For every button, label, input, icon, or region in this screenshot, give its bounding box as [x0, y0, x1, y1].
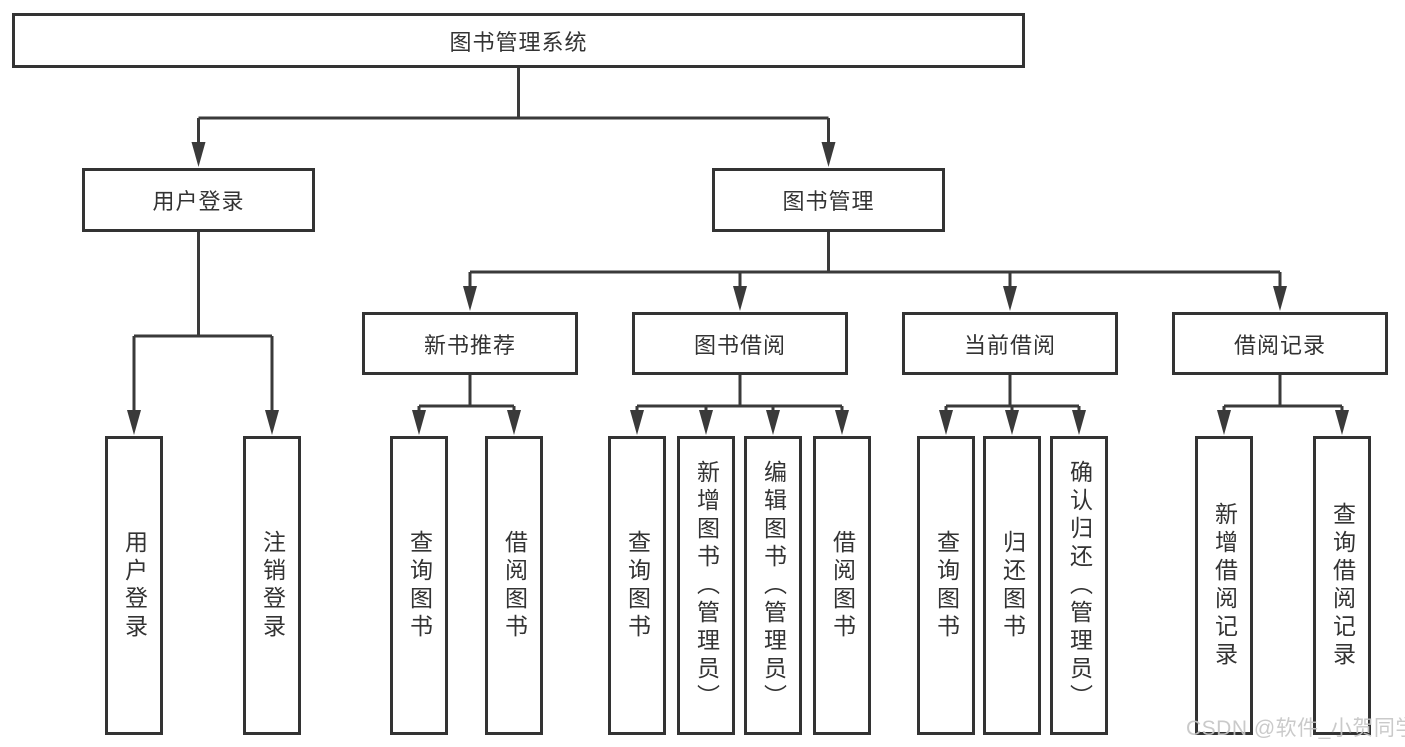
arrowhead	[630, 410, 644, 435]
node-label: 图书借阅	[693, 332, 786, 358]
node-library-management-system: 图书管理系统	[12, 13, 1025, 68]
leaf-label: 借阅图书	[501, 529, 528, 642]
node-label: 当前借阅	[963, 332, 1056, 358]
node-label: 用户登录	[152, 189, 245, 214]
connector-book-borrow-children	[635, 375, 844, 412]
node-borrow-record: 借阅记录	[1172, 312, 1388, 375]
leaf-edit-books-admin: 编辑图书（管理员）	[744, 436, 802, 735]
arrowhead	[463, 286, 477, 311]
arrowhead	[265, 410, 279, 435]
connector-current-borrow-children	[944, 375, 1081, 412]
arrowhead	[127, 410, 141, 435]
arrowhead	[835, 410, 849, 435]
arrowhead	[1335, 410, 1349, 435]
node-book-management: 图书管理	[712, 168, 945, 232]
connector-user-login-children	[132, 232, 274, 412]
node-label: 图书管理	[782, 189, 875, 214]
leaf-return-books: 归还图书	[983, 436, 1041, 735]
connector-book-management-children	[468, 232, 1282, 288]
leaf-query-borrow-record: 查询借阅记录	[1313, 436, 1371, 735]
leaf-label: 新增借阅记录	[1211, 501, 1238, 670]
connector-borrow-record-children	[1222, 375, 1344, 412]
leaf-add-books-admin: 新增图书（管理员）	[677, 436, 735, 735]
arrowhead	[507, 410, 521, 435]
arrowhead	[766, 410, 780, 435]
arrowhead	[821, 142, 836, 167]
leaf-user-login: 用户登录	[105, 436, 163, 735]
csdn-watermark: CSDN @软件_小贺同学	[1186, 717, 1405, 740]
arrowhead	[412, 410, 426, 435]
leaf-label: 新增图书（管理员）	[693, 459, 720, 712]
leaf-add-borrow-record: 新增借阅记录	[1195, 436, 1253, 735]
leaf-logout: 注销登录	[243, 436, 301, 735]
node-current-borrow: 当前借阅	[902, 312, 1118, 375]
leaf-label: 查询图书	[624, 529, 651, 642]
leaf-label: 用户登录	[121, 529, 148, 642]
node-label: 借阅记录	[1233, 332, 1326, 358]
connector-root-to-level2	[197, 68, 830, 144]
leaf-label: 查询图书	[933, 529, 960, 642]
arrowhead	[191, 142, 206, 167]
leaf-label: 编辑图书（管理员）	[760, 459, 787, 712]
arrowhead	[1072, 410, 1086, 435]
leaf-label: 确认归还（管理员）	[1066, 459, 1093, 712]
leaf-confirm-return-admin: 确认归还（管理员）	[1050, 436, 1108, 735]
node-user-login: 用户登录	[82, 168, 315, 232]
node-label: 新书推荐	[423, 332, 516, 358]
node-book-borrow: 图书借阅	[632, 312, 848, 375]
arrowhead	[1005, 410, 1019, 435]
leaf-query-books-2: 查询图书	[608, 436, 666, 735]
leaf-label: 查询图书	[406, 529, 433, 642]
leaf-query-books-1: 查询图书	[390, 436, 448, 735]
connector-new-book-children	[417, 375, 516, 412]
leaf-label: 借阅图书	[829, 529, 856, 642]
leaf-borrow-books-1: 借阅图书	[485, 436, 543, 735]
arrowhead	[733, 286, 747, 311]
arrowhead	[1217, 410, 1231, 435]
arrowhead	[699, 410, 713, 435]
arrowhead	[1003, 286, 1017, 311]
node-label: 图书管理系统	[449, 29, 588, 55]
arrowhead	[1273, 286, 1287, 311]
node-new-book-recommend: 新书推荐	[362, 312, 578, 375]
leaf-borrow-books-2: 借阅图书	[813, 436, 871, 735]
leaf-label: 归还图书	[999, 529, 1026, 642]
arrowhead	[939, 410, 953, 435]
leaf-label: 注销登录	[259, 529, 286, 642]
leaf-query-books-3: 查询图书	[917, 436, 975, 735]
leaf-label: 查询借阅记录	[1329, 501, 1356, 670]
